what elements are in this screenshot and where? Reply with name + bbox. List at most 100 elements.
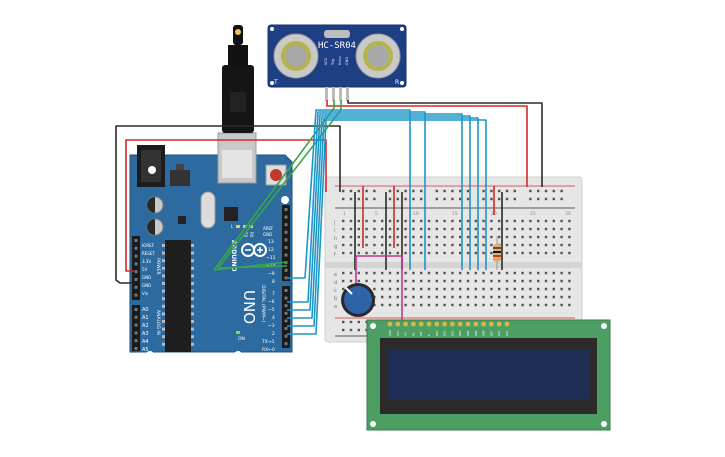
header-pin[interactable]: [134, 315, 138, 319]
breadboard-hole[interactable]: [427, 227, 431, 231]
breadboard-hole[interactable]: [513, 227, 516, 231]
breadboard-hole[interactable]: [420, 279, 423, 283]
breadboard-hole[interactable]: [396, 303, 399, 307]
breadboard-hole[interactable]: [482, 279, 485, 283]
rail-hole[interactable]: [349, 328, 353, 332]
breadboard-hole[interactable]: [482, 243, 485, 247]
breadboard-hole[interactable]: [560, 287, 563, 291]
breadboard-hole[interactable]: [529, 227, 532, 231]
breadboard-hole[interactable]: [388, 271, 392, 275]
rail-hole[interactable]: [349, 320, 353, 324]
breadboard-hole[interactable]: [521, 243, 524, 247]
header-pin[interactable]: [134, 331, 138, 335]
breadboard-hole[interactable]: [568, 279, 571, 283]
breadboard-hole[interactable]: [529, 303, 532, 307]
breadboard-hole[interactable]: [388, 219, 392, 223]
header-pin[interactable]: [134, 339, 138, 343]
breadboard-hole[interactable]: [396, 295, 399, 299]
breadboard-hole[interactable]: [474, 227, 477, 231]
header-pin[interactable]: [134, 239, 138, 242]
breadboard-hole[interactable]: [381, 243, 384, 247]
breadboard-hole[interactable]: [529, 287, 532, 291]
breadboard-hole[interactable]: [544, 227, 548, 231]
breadboard-hole[interactable]: [342, 271, 345, 275]
breadboard-hole[interactable]: [568, 295, 571, 299]
rail-hole[interactable]: [357, 189, 360, 193]
breadboard-hole[interactable]: [521, 219, 524, 223]
header-pin[interactable]: [284, 253, 288, 257]
breadboard-hole[interactable]: [412, 271, 415, 275]
rail-hole[interactable]: [357, 197, 360, 201]
rail-hole[interactable]: [537, 197, 540, 201]
breadboard-hole[interactable]: [443, 235, 446, 239]
breadboard-hole[interactable]: [513, 295, 516, 299]
breadboard-hole[interactable]: [412, 295, 415, 299]
breadboard-hole[interactable]: [490, 251, 493, 255]
breadboard-hole[interactable]: [513, 303, 516, 307]
breadboard-hole[interactable]: [552, 279, 555, 283]
breadboard-hole[interactable]: [427, 271, 431, 275]
breadboard-hole[interactable]: [459, 251, 462, 255]
breadboard-hole[interactable]: [552, 227, 555, 231]
breadboard-hole[interactable]: [435, 251, 438, 255]
breadboard-hole[interactable]: [537, 235, 540, 239]
breadboard-hole[interactable]: [552, 251, 555, 255]
breadboard-hole[interactable]: [381, 271, 384, 275]
breadboard-hole[interactable]: [521, 251, 524, 255]
breadboard-hole[interactable]: [505, 235, 509, 239]
rail-hole[interactable]: [544, 189, 548, 193]
breadboard-hole[interactable]: [459, 227, 462, 231]
header-pin[interactable]: [284, 334, 288, 338]
breadboard-hole[interactable]: [396, 271, 399, 275]
header-pin[interactable]: [134, 308, 138, 311]
breadboard-hole[interactable]: [381, 235, 384, 239]
breadboard-hole[interactable]: [560, 251, 563, 255]
breadboard-hole[interactable]: [396, 287, 399, 291]
breadboard-hole[interactable]: [365, 279, 368, 283]
lcd-pin[interactable]: [434, 321, 440, 327]
breadboard-hole[interactable]: [568, 303, 571, 307]
breadboard-hole[interactable]: [529, 219, 532, 223]
breadboard-hole[interactable]: [560, 243, 563, 247]
rail-hole[interactable]: [498, 197, 501, 201]
breadboard-hole[interactable]: [459, 287, 462, 291]
header-pin[interactable]: [284, 289, 288, 292]
breadboard-hole[interactable]: [560, 279, 563, 283]
breadboard-hole[interactable]: [537, 295, 540, 299]
breadboard-hole[interactable]: [427, 287, 431, 291]
breadboard-hole[interactable]: [560, 235, 563, 239]
breadboard-hole[interactable]: [529, 251, 532, 255]
breadboard-hole[interactable]: [365, 235, 368, 239]
breadboard-hole[interactable]: [365, 227, 368, 231]
rail-hole[interactable]: [529, 189, 532, 193]
breadboard-hole[interactable]: [451, 251, 454, 255]
lcd-pin[interactable]: [411, 321, 416, 327]
breadboard-hole[interactable]: [490, 227, 493, 231]
breadboard-hole[interactable]: [342, 251, 345, 255]
resistor[interactable]: [493, 236, 501, 270]
lcd-pin[interactable]: [387, 321, 393, 327]
lcd-pin[interactable]: [481, 321, 486, 327]
breadboard-hole[interactable]: [505, 227, 509, 231]
breadboard-hole[interactable]: [537, 287, 540, 291]
rail-hole[interactable]: [349, 197, 353, 201]
breadboard-hole[interactable]: [420, 295, 423, 299]
breadboard-hole[interactable]: [513, 287, 516, 291]
breadboard-hole[interactable]: [427, 235, 431, 239]
header-pin[interactable]: [284, 238, 288, 242]
breadboard-hole[interactable]: [498, 303, 501, 307]
rail-hole[interactable]: [482, 189, 485, 193]
header-pin[interactable]: [284, 276, 288, 280]
breadboard-hole[interactable]: [498, 227, 501, 231]
arduino-uno-board[interactable]: ARDUINO UNO DIGITAL (PWM~) ANALOG IN POW…: [129, 132, 293, 359]
breadboard-hole[interactable]: [381, 219, 384, 223]
header-pin[interactable]: [134, 323, 138, 327]
breadboard-hole[interactable]: [451, 303, 454, 307]
breadboard-hole[interactable]: [365, 219, 368, 223]
breadboard-hole[interactable]: [373, 227, 376, 231]
breadboard-hole[interactable]: [521, 271, 524, 275]
breadboard-hole[interactable]: [427, 251, 431, 255]
header-pin[interactable]: [284, 319, 288, 323]
breadboard-hole[interactable]: [568, 287, 571, 291]
